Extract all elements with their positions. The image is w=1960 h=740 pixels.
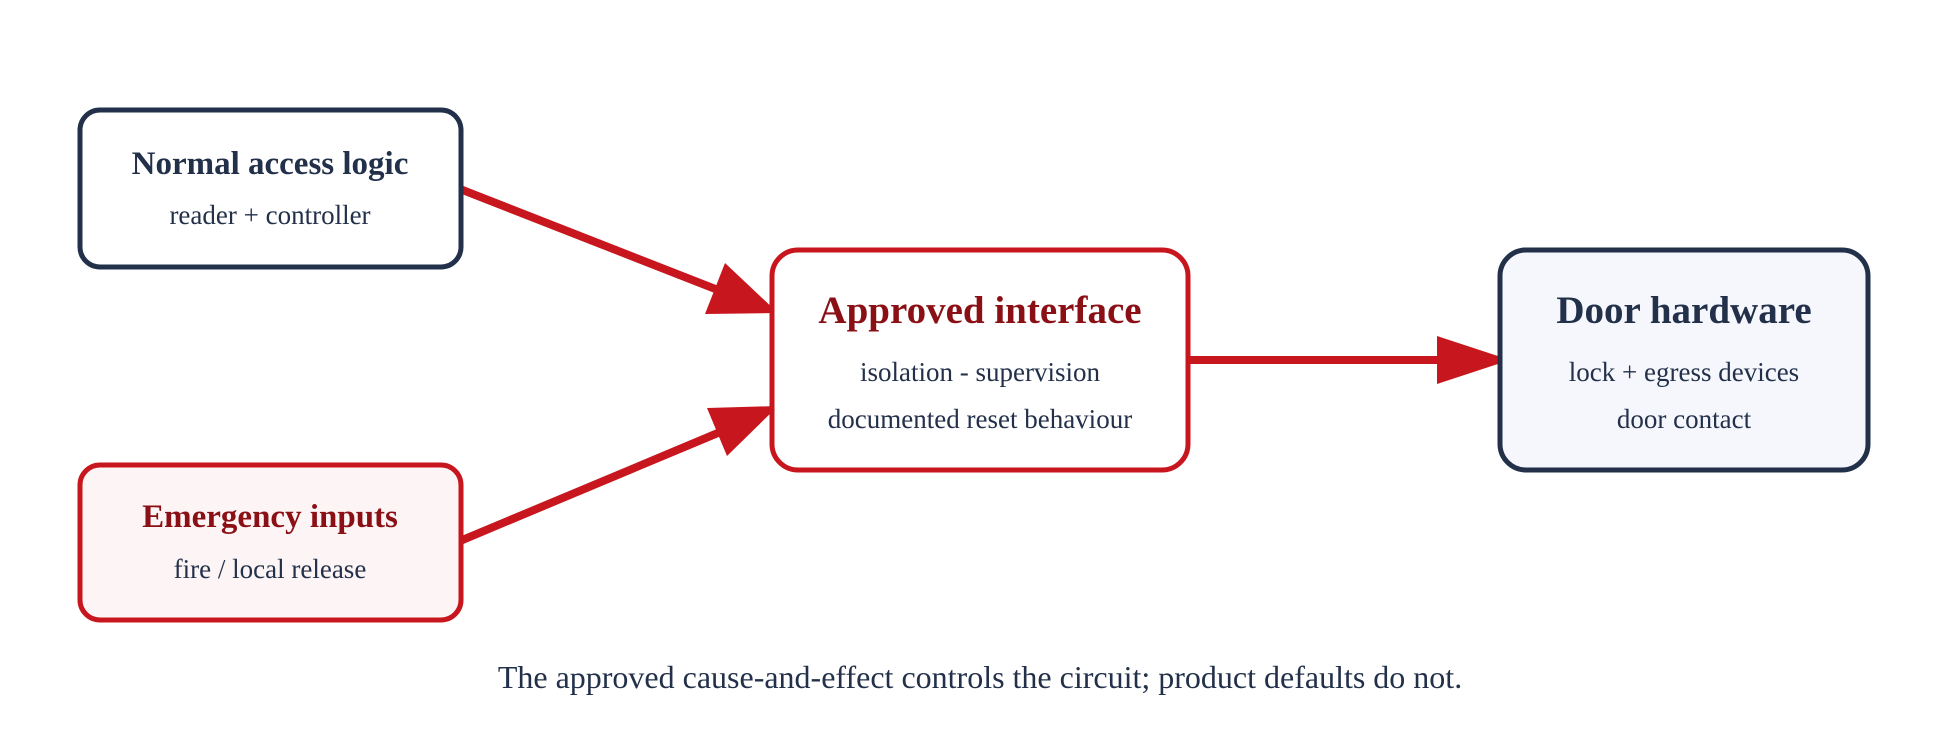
node-approved-interface: Approved interface isolation - supervisi… <box>769 247 1191 473</box>
node-normal-access-logic: Normal access logic reader + controller <box>77 107 464 270</box>
node-subtitle: lock + egress devices <box>1569 357 1799 387</box>
arrowhead-icon <box>705 263 778 314</box>
connector-normal-to-interface <box>458 185 778 314</box>
node-title: Approved interface <box>818 289 1141 332</box>
node-subtitle: fire / local release <box>174 554 367 584</box>
arrowhead-icon <box>707 406 778 456</box>
diagram-caption: The approved cause-and-effect controls t… <box>498 659 1462 695</box>
arrowhead-icon <box>1437 336 1510 384</box>
node-subtitle-2: documented reset behaviour <box>828 404 1132 434</box>
node-subtitle: isolation - supervision <box>860 357 1100 387</box>
node-title: Door hardware <box>1556 289 1811 332</box>
connector-emergency-to-interface <box>458 406 778 545</box>
node-subtitle-2: door contact <box>1617 404 1752 434</box>
node-subtitle: reader + controller <box>169 200 370 230</box>
node-title: Normal access logic <box>132 146 409 182</box>
node-door-hardware: Door hardware lock + egress devices door… <box>1497 247 1871 473</box>
node-title: Emergency inputs <box>142 499 398 535</box>
node-emergency-inputs: Emergency inputs fire / local release <box>77 462 464 623</box>
connector-interface-to-door <box>1190 336 1510 384</box>
